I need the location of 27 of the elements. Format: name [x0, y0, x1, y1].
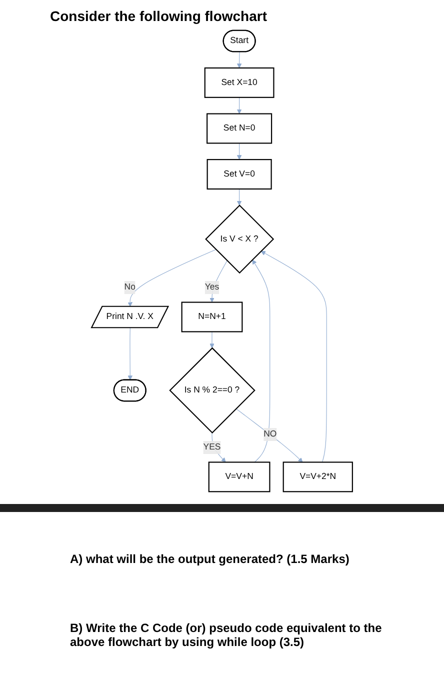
node-box: Set V=0: [206, 159, 272, 190]
edge-label: No: [124, 282, 136, 292]
node-box: V=V+N: [208, 462, 270, 492]
arrow: [236, 142, 242, 160]
node-box: Set N=0: [206, 113, 272, 144]
node-box: Set X=10: [204, 67, 274, 98]
edge-label: YES: [203, 442, 221, 452]
question-text: B) Write the C Code (or) pseudo code equivalent to the above flowchart by using while loop (3.5): [70, 621, 383, 649]
arrow: [236, 52, 242, 68]
node-diamond: Is V < X ?: [205, 204, 274, 274]
arrow: [212, 432, 226, 462]
arrow: [128, 328, 133, 380]
arrow: [236, 188, 242, 206]
title: Consider the following flowchart: [50, 8, 268, 24]
arrow: [260, 250, 327, 462]
arrow: [210, 260, 228, 302]
arrow: [236, 97, 242, 114]
arrow: [128, 249, 216, 307]
node-box: V=V+2*N: [282, 462, 353, 492]
question-text: A) what will be the output generated? (1.5 Marks): [70, 552, 350, 566]
edge-label: Yes: [204, 282, 220, 292]
node-diamond: Is N % 2==0 ?: [169, 347, 256, 434]
arrow: [210, 331, 214, 348]
arrow: [252, 260, 270, 462]
edge-label: NO: [264, 430, 277, 439]
node-box: N=N+1: [181, 302, 243, 332]
arrow: [236, 408, 303, 462]
